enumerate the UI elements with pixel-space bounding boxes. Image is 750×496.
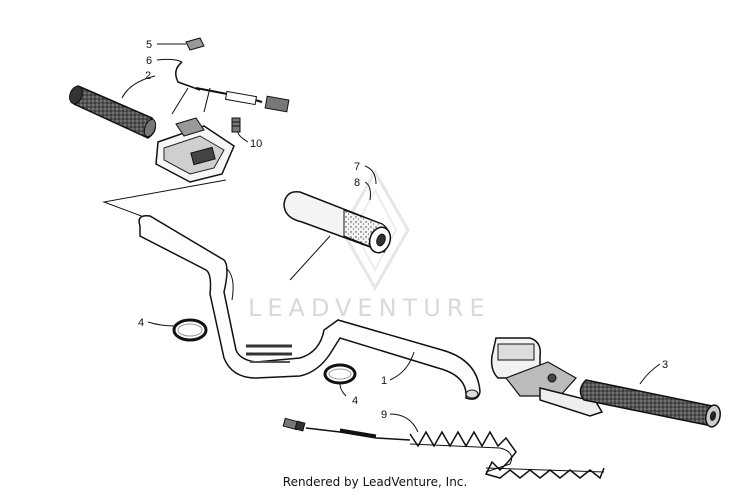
handlebar xyxy=(138,214,481,400)
footer-credit: Rendered by LeadVenture, Inc. xyxy=(282,475,468,489)
callout-2: 2 xyxy=(145,70,151,82)
clamp-right xyxy=(323,363,357,385)
callout-7: 7 xyxy=(354,161,360,173)
callout-4-left: 4 xyxy=(138,317,144,329)
callout-10: 10 xyxy=(250,138,262,150)
heater-element-harness xyxy=(282,417,605,480)
callout-3: 3 xyxy=(662,359,668,371)
callout-9: 9 xyxy=(381,409,387,421)
brake-master-cylinder xyxy=(490,337,604,417)
leader-lines xyxy=(121,43,661,433)
handlebar-knurl-pad xyxy=(246,344,292,363)
switch-wire-harness xyxy=(175,61,290,113)
switch-cap xyxy=(185,37,205,51)
left-grip xyxy=(69,85,157,139)
right-grip xyxy=(579,379,721,428)
watermark-text: LEADVENTURE xyxy=(248,294,491,322)
callout-1: 1 xyxy=(381,375,387,387)
screw xyxy=(231,117,241,133)
callout-8: 8 xyxy=(354,177,360,189)
left-switch-housing xyxy=(155,117,235,183)
clamp-left xyxy=(172,318,208,342)
explode-lines xyxy=(102,87,331,281)
callout-6: 6 xyxy=(146,55,152,67)
throttle-tube xyxy=(283,191,392,254)
callout-5: 5 xyxy=(146,39,152,51)
callout-4-right: 4 xyxy=(352,395,358,407)
